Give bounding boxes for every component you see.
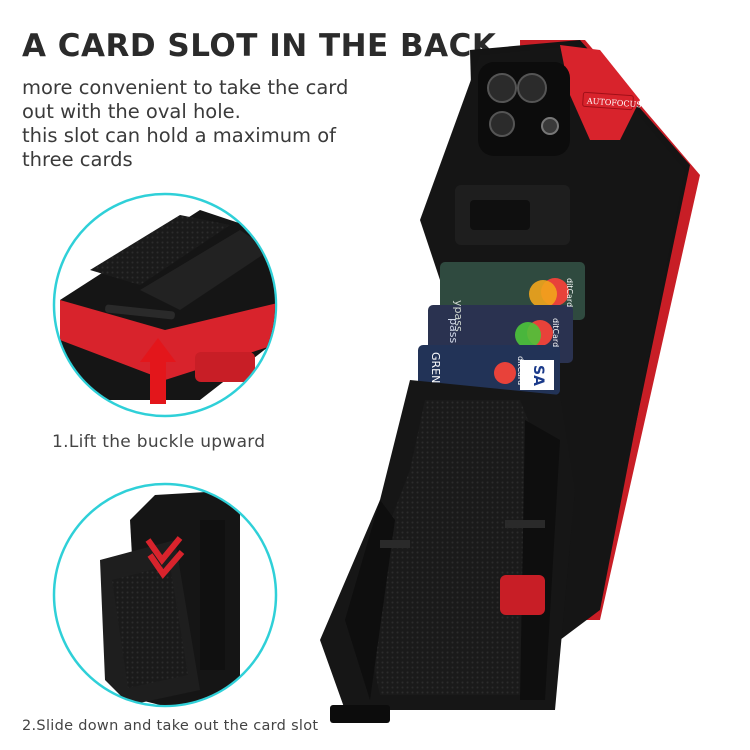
case-edge: [60, 300, 275, 380]
description-line: out with the oval hole.: [22, 100, 241, 123]
step-2-caption: 2.Slide down and take out the card slot: [22, 718, 319, 734]
camera-lens: [517, 73, 547, 103]
camera-flash: [541, 117, 559, 135]
phone-case: [320, 40, 700, 723]
chevron-down-icon: [145, 536, 185, 579]
step-1-caption: 1.Lift the buckle upward: [52, 432, 266, 452]
detail-circle-lift: [52, 192, 278, 418]
autofocus-badge: [582, 91, 634, 111]
description-line: more convenient to take the card: [22, 76, 349, 99]
camera-module: [478, 62, 570, 156]
camera-lens: [487, 73, 517, 103]
headline: A CARD SLOT IN THE BACK: [22, 28, 497, 64]
card-slot-cover: [320, 380, 575, 710]
camera-red-panel: [560, 45, 640, 140]
description-line: three cards: [22, 148, 133, 171]
camera-lens: [489, 111, 515, 137]
corner-bumper: [500, 575, 545, 615]
slot-tab: [330, 705, 390, 723]
up-arrow-icon: [140, 338, 176, 404]
detail-circle-slide: [52, 482, 278, 708]
card-stack: [418, 262, 585, 395]
description: more convenient to take the card out wit…: [22, 76, 348, 172]
description-line: this slot can hold a maximum of: [22, 124, 337, 147]
